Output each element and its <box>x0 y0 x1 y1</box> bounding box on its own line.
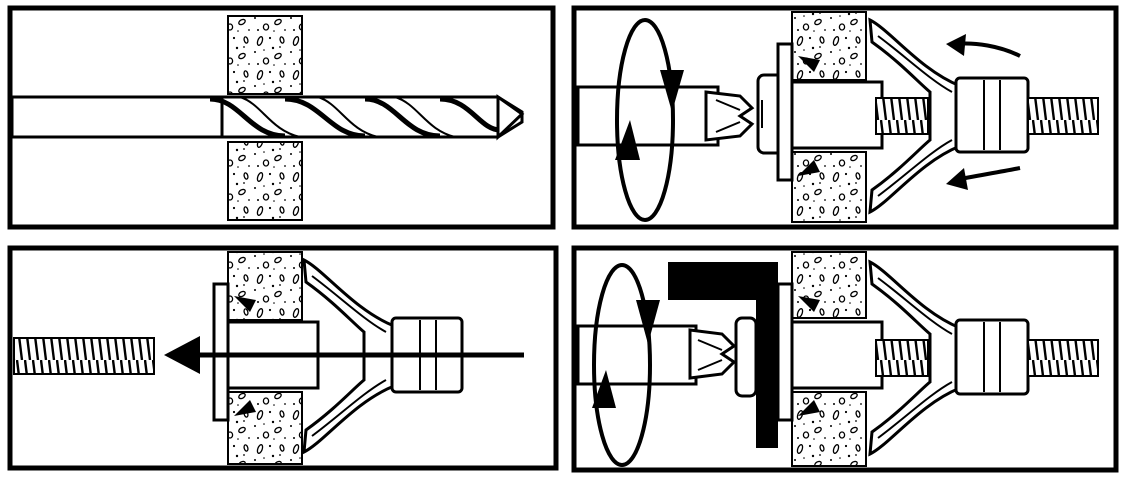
pull-arrow-icon <box>164 336 200 374</box>
screw-icon <box>13 337 155 375</box>
panel-set-anchor <box>571 5 1119 230</box>
rotation-arrow-icon <box>615 18 684 222</box>
wall-section-icon <box>791 251 867 467</box>
rotation-arrow-icon <box>592 263 660 467</box>
wall-section-icon <box>227 251 303 465</box>
wall-section-icon <box>791 11 867 223</box>
masonry-drill-bit-icon <box>10 94 525 141</box>
panel-fasten-bracket <box>571 245 1119 473</box>
panel-drill-hole <box>7 5 556 230</box>
screw-icon <box>875 339 1099 377</box>
screwdriver-icon <box>576 85 755 147</box>
screw-icon <box>875 97 1099 135</box>
spreading-anchor-icon <box>734 259 1030 457</box>
collapse-arrow-icon <box>946 34 1021 190</box>
screwdriver-icon <box>576 324 737 386</box>
spreading-anchor-icon <box>756 17 1030 215</box>
panel-remove-screw <box>7 245 559 471</box>
wall-section-icon <box>227 15 303 221</box>
